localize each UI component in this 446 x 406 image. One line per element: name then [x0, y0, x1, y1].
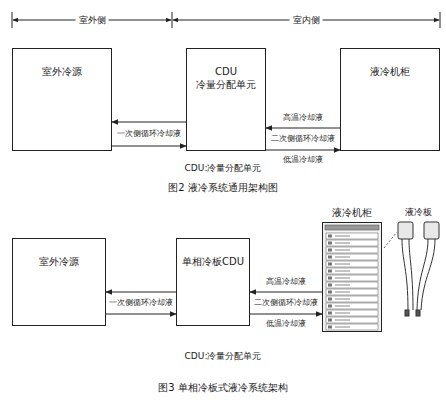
- leader-line: [384, 232, 397, 248]
- flow-label: 一次侧循环冷却液: [116, 129, 182, 139]
- flow-arrow: [112, 122, 186, 123]
- flow-arrow: [250, 292, 322, 293]
- cabinet-heading: 液冷机柜: [332, 206, 372, 219]
- flow-label: 二次侧循环冷却液: [253, 298, 319, 308]
- unit-name: 室外冷源: [13, 65, 111, 78]
- flow-label: 高温冷却液: [282, 113, 324, 123]
- flow-label: 高温冷却液: [265, 277, 307, 287]
- unit-name: 液冷机柜: [341, 65, 439, 78]
- abbreviation-note: CDU:冷量分配单元: [182, 163, 265, 174]
- unit-name: 单相冷板CDU: [177, 255, 249, 268]
- unit-box: 室外冷源: [12, 48, 112, 151]
- flow-label: 二次侧循环冷却液: [270, 134, 336, 144]
- figure-caption: 图2 液冷系统通用架构图: [167, 182, 279, 194]
- unit-box: 液冷机柜: [340, 48, 440, 151]
- unit-box: CDU冷量分配单元: [186, 48, 266, 151]
- figure-caption: 图3 单相冷板式液冷系统架构: [157, 382, 289, 394]
- flow-arrow: [112, 146, 186, 147]
- unit-name: 冷量分配单元: [187, 78, 265, 91]
- unit-name: 室外冷源: [13, 255, 105, 268]
- flow-label: 低温冷却液: [265, 319, 307, 329]
- unit-box: 室外冷源: [12, 238, 106, 326]
- side-label: 室外侧: [76, 15, 109, 26]
- side-label: 室内侧: [290, 15, 323, 26]
- rack-cabinet: 液冷机柜: [322, 222, 382, 332]
- flow-arrow: [250, 314, 322, 315]
- unit-box: 单相冷板CDU: [176, 238, 250, 326]
- side-dimension: [12, 12, 440, 28]
- abbreviation-note: CDU:冷量分配单元: [182, 351, 265, 362]
- flow-arrow: [106, 292, 176, 293]
- cold-plate-illustration: [398, 222, 439, 316]
- flow-arrow: [266, 150, 340, 151]
- part-label: 液冷板: [402, 207, 435, 218]
- rack-drawing: [322, 222, 382, 332]
- flow-label: 一次侧循环冷却液: [108, 298, 174, 308]
- flow-label: 低温冷却液: [282, 155, 324, 165]
- flow-arrow: [106, 314, 176, 315]
- unit-name: CDU: [187, 65, 265, 78]
- flow-arrow: [266, 128, 340, 129]
